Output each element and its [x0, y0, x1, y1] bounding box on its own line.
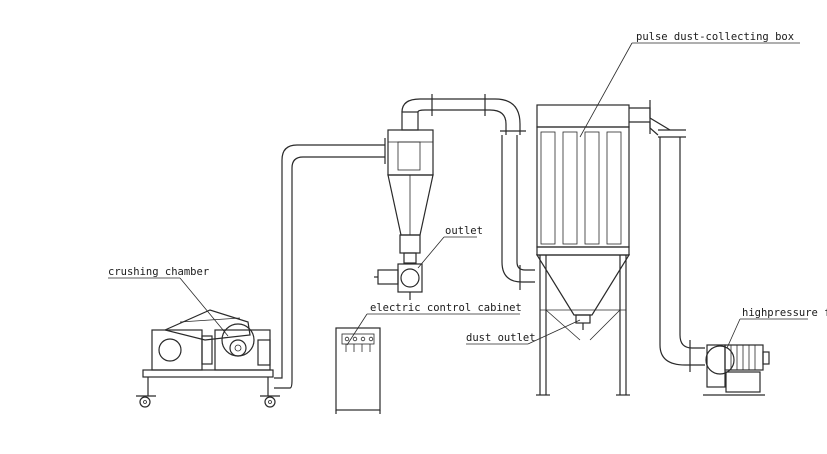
- duct-crusher-to-cyclone: [274, 138, 386, 389]
- duct-box-to-fan: [629, 100, 705, 372]
- crusher-machine: [136, 309, 280, 408]
- label-electric-control-cabinet: electric control cabinet: [370, 302, 522, 314]
- highpressure-fan: [703, 344, 770, 396]
- cyclone-separator: [374, 111, 434, 300]
- electric-control-cabinet: [335, 327, 381, 414]
- pulse-dust-collecting-box: [535, 104, 631, 396]
- wheel-icon: [264, 396, 276, 408]
- wheel-icon: [139, 396, 151, 408]
- leader-lines: [108, 42, 808, 349]
- label-crushing-chamber: crushing chamber: [108, 266, 209, 278]
- label-dust-outlet: dust outlet: [466, 332, 536, 344]
- duct-cyclone-to-box: [401, 94, 535, 290]
- label-pulse-dust-collecting-box: pulse dust-collecting box: [636, 31, 794, 43]
- label-highpressure-fan: highpressure fan: [742, 307, 827, 319]
- label-outlet: outlet: [445, 225, 483, 237]
